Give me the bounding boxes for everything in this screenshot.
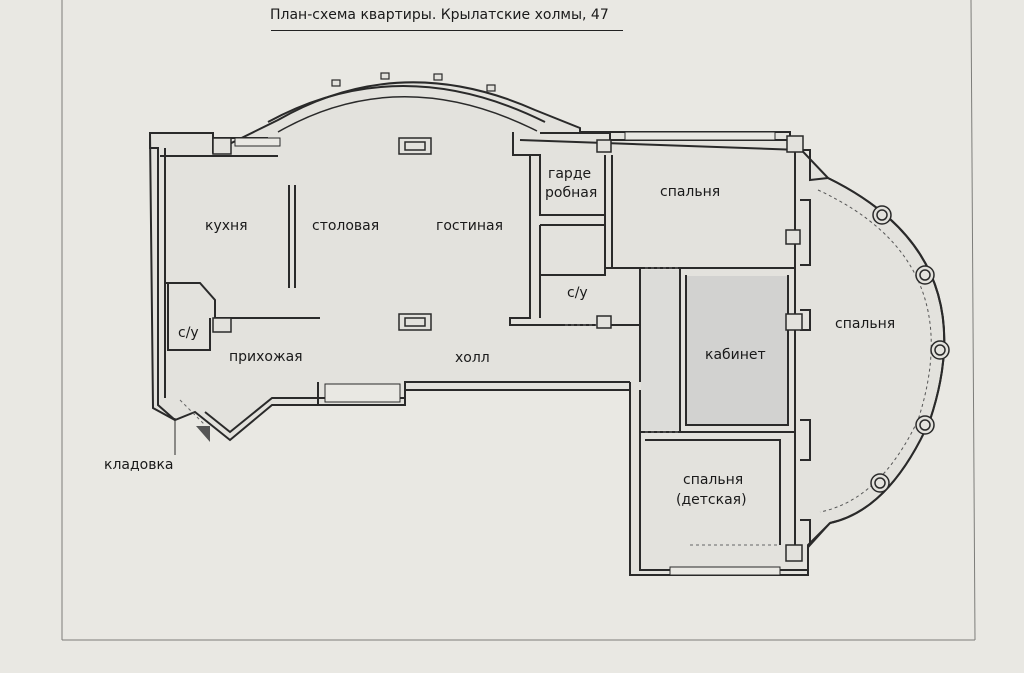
room-label-bathroom-center: с/у bbox=[567, 285, 588, 301]
room-label-bedroom-right: спальня bbox=[835, 316, 896, 332]
interior-walls bbox=[165, 149, 831, 548]
room-label-living: гостиная bbox=[436, 218, 504, 234]
room-label-storage: кладовка bbox=[104, 457, 174, 473]
entrance-marker bbox=[196, 426, 210, 442]
wall-windows bbox=[234, 131, 781, 576]
room-label-kids-1: спальня bbox=[683, 472, 744, 488]
room-label-dining: столовая bbox=[312, 218, 380, 234]
pillars bbox=[212, 135, 804, 562]
room-label-wardrobe-1: гарде bbox=[548, 166, 592, 182]
bay-columns bbox=[870, 205, 950, 493]
top-window-marks bbox=[331, 72, 496, 92]
frame-right bbox=[970, 0, 976, 641]
title-underline bbox=[271, 30, 623, 31]
room-label-bathroom-left: с/у bbox=[178, 325, 199, 341]
plan-title: План-схема квартиры. Крылатские холмы, 4… bbox=[270, 7, 609, 23]
room-label-kids-2: (детская) bbox=[676, 492, 747, 508]
room-label-wardrobe-2: робная bbox=[545, 185, 598, 201]
right-bay-wall-dashed bbox=[817, 189, 932, 513]
room-label-study: кабинет bbox=[705, 347, 766, 363]
door-lines bbox=[179, 267, 780, 546]
room-label-hall: холл bbox=[455, 350, 490, 366]
corridor-fill bbox=[641, 270, 679, 430]
study-fill bbox=[687, 276, 787, 424]
room-label-bedroom-top: спальня bbox=[660, 184, 721, 200]
top-arc-wall bbox=[267, 85, 546, 123]
right-bay-wall bbox=[827, 177, 946, 524]
room-label-kitchen: кухня bbox=[205, 218, 248, 234]
top-arc-wall-inner bbox=[277, 96, 538, 133]
room-label-entry-hall: прихожая bbox=[229, 349, 303, 365]
